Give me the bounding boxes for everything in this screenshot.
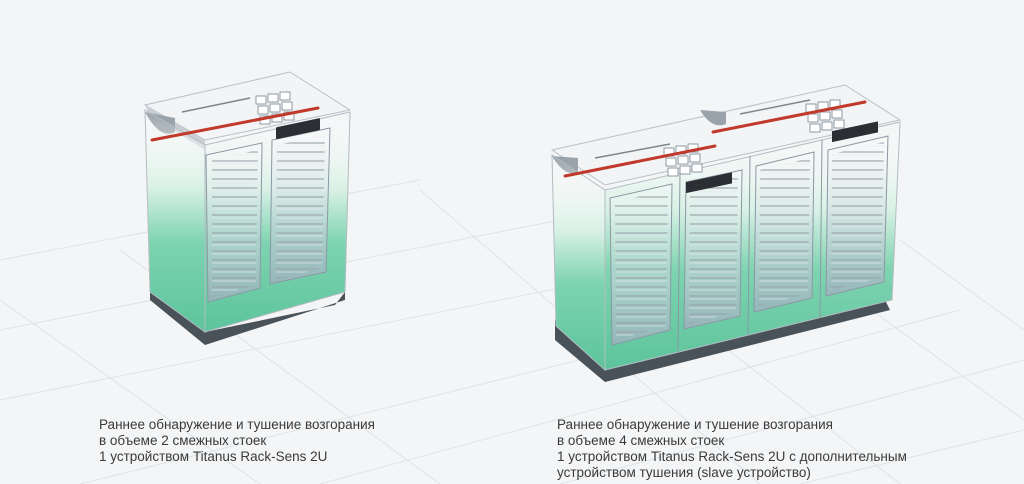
cooling-grid [663,99,845,177]
slave-device-icon [832,121,878,143]
caption-line: Раннее обнаружение и тушение возгорания [557,417,833,432]
caption-line: 1 устройством Titanus Rack-Sens 2U с доп… [557,449,907,464]
caption-line: в объеме 4 смежных стоек [557,433,725,448]
pipe-icon [563,144,717,178]
caption-line: в объеме 2 смежных стоек [99,433,267,448]
sensor-device-icon [276,118,320,140]
rack-group-two [143,71,352,345]
rack-base [150,285,345,345]
pipe-icon [150,106,320,142]
sensor-device-icon [686,172,732,194]
cooling-grid [255,91,295,125]
caption-line: устройством тушения (slave устройство) [557,465,811,480]
pipe-icon [711,100,867,134]
caption-two-racks: Раннее обнаружение и тушение возгорания … [99,417,375,465]
caption-four-racks: Раннее обнаружение и тушение возгорания … [557,417,907,481]
caption-line: Раннее обнаружение и тушение возгорания [99,417,375,432]
caption-line: 1 устройством Titanus Rack-Sens 2U [99,449,328,464]
rack-group-four [550,84,902,382]
